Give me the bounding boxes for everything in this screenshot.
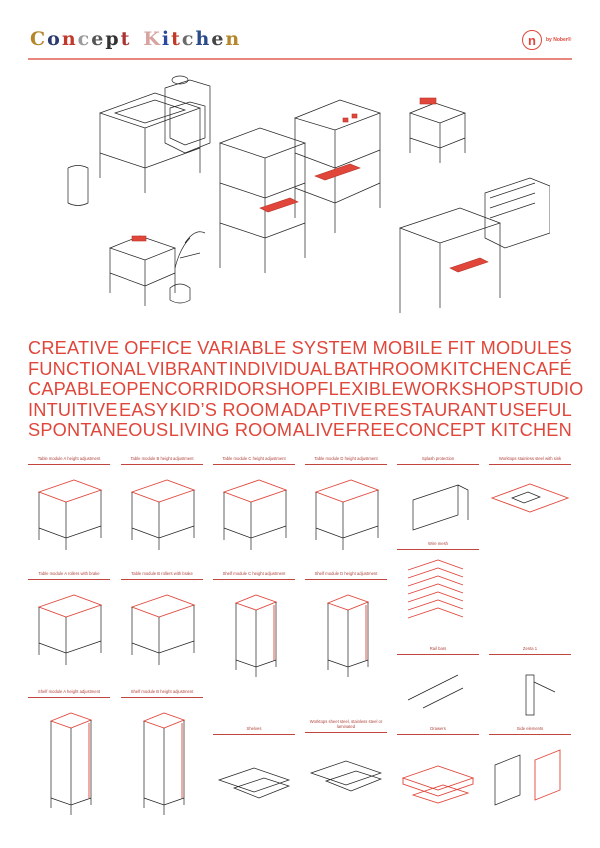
component-illustration xyxy=(142,712,186,815)
component-illustration xyxy=(494,749,561,806)
component-label: Shelf module A height adjustment xyxy=(28,689,110,698)
logo-letter: h xyxy=(195,28,212,50)
logo-letter: n xyxy=(225,28,242,50)
component-label: Table module A height adjustment xyxy=(28,456,110,465)
hero-furniture-illustration xyxy=(67,75,550,313)
component-label: Table module A rollers with brake xyxy=(28,571,110,580)
component-illustration xyxy=(217,767,291,799)
component-illustration xyxy=(37,594,103,665)
keyword: CAFÉ xyxy=(522,358,572,379)
keyword: WORKSHOP xyxy=(403,379,514,399)
component-illustration xyxy=(130,594,196,665)
component-illustration xyxy=(401,765,475,804)
keyword: VIBRANT xyxy=(147,358,228,379)
component-illustration xyxy=(222,479,288,550)
logo-letter: i xyxy=(161,28,172,50)
keyword: FIT xyxy=(447,338,476,358)
component-label: Table module C height adjustment xyxy=(213,456,295,465)
logo-letter: c xyxy=(77,28,92,50)
concept-kitchen-logo: Concept Kitchen xyxy=(30,28,241,50)
component-illustration xyxy=(407,559,464,619)
keyword: SPONTANEOUS xyxy=(28,420,169,440)
keyword: INTUITIVE xyxy=(28,399,118,420)
component-illustration xyxy=(525,674,556,716)
brand-text: by Nober® xyxy=(546,37,572,43)
component-label: Worktops sheet steel, stainless steel or… xyxy=(305,719,387,733)
keyword: ADAPTIVE xyxy=(280,399,373,420)
keyword: MODULES xyxy=(480,338,572,358)
keyword: SHOP xyxy=(264,379,318,399)
component-label: Shelf module D height adjustment xyxy=(305,571,387,580)
component-label: Shelf module C height adjustment xyxy=(213,571,295,580)
keyword: OFFICE xyxy=(124,338,193,358)
component-illustration xyxy=(234,594,278,677)
keyword: FLEXIBLE xyxy=(317,379,404,399)
component-illustration xyxy=(490,483,570,513)
nober-brand: n by Nober® xyxy=(522,30,571,50)
keyword: CAPABLE xyxy=(28,379,112,399)
keyword: VARIABLE xyxy=(197,338,287,358)
keyword: RESTAURANT xyxy=(373,399,498,420)
logo-letter: e xyxy=(211,28,226,50)
component-label: Shelf module B height adjustment xyxy=(121,689,203,698)
component-illustration xyxy=(407,674,464,709)
component-illustration xyxy=(412,484,469,531)
component-label: Rail bars xyxy=(397,646,479,655)
keyword: ALIVE xyxy=(292,420,346,440)
keyword: INDIVIDUAL xyxy=(228,358,333,379)
component-label: Table module B height adjustment xyxy=(121,456,203,465)
keyword: STUDIO xyxy=(513,379,584,399)
logo-letter: e xyxy=(91,28,106,50)
logo-letter: t xyxy=(120,28,132,50)
keyword: BATHROOM xyxy=(333,358,440,379)
nober-logo-icon: n xyxy=(522,30,542,50)
component-label: Table module B rollers with brake xyxy=(121,571,203,580)
logo-letter: n xyxy=(61,28,78,50)
keyword: CREATIVE xyxy=(28,338,120,358)
logo-letter: o xyxy=(47,28,62,50)
keyword: USEFUL xyxy=(499,399,572,420)
keyword: FUNCTIONAL xyxy=(28,358,147,379)
keyword: CONCEPT KITCHEN xyxy=(395,420,572,440)
keyword: EASY xyxy=(118,399,169,420)
component-illustration xyxy=(130,479,196,550)
keyword: KITCHEN xyxy=(440,358,522,379)
keyword: CORRIDOR xyxy=(164,379,265,399)
keyword: OPEN xyxy=(111,379,165,399)
keyword: SYSTEM xyxy=(291,338,368,358)
component-label: Drawers xyxy=(397,726,479,735)
component-label: Worktops stainless steel with sink xyxy=(489,456,571,465)
component-illustration xyxy=(49,712,93,815)
logo-letter: p xyxy=(105,28,121,50)
component-label: Shelves xyxy=(213,726,295,735)
component-label: Side elements xyxy=(489,726,571,735)
component-illustration xyxy=(314,479,380,550)
logo-letter: K xyxy=(143,28,162,50)
component-label: Zenta 1 xyxy=(489,646,571,655)
header-divider xyxy=(28,58,572,60)
component-illustration xyxy=(326,594,370,677)
logo-letter: c xyxy=(181,28,196,50)
component-label: Table module D height adjustment xyxy=(305,456,387,465)
component-label: Wire mesh xyxy=(397,541,479,550)
logo-letter: C xyxy=(30,28,48,50)
component-illustration xyxy=(37,479,103,550)
keyword: FREE xyxy=(345,420,396,440)
component-illustration xyxy=(309,760,383,792)
keyword: LIVING ROOM xyxy=(168,420,293,440)
component-label: Splash protection xyxy=(397,456,479,465)
keyword: MOBILE xyxy=(372,338,443,358)
logo-letter: t xyxy=(171,28,182,50)
keyword: KID’S ROOM xyxy=(169,399,280,420)
